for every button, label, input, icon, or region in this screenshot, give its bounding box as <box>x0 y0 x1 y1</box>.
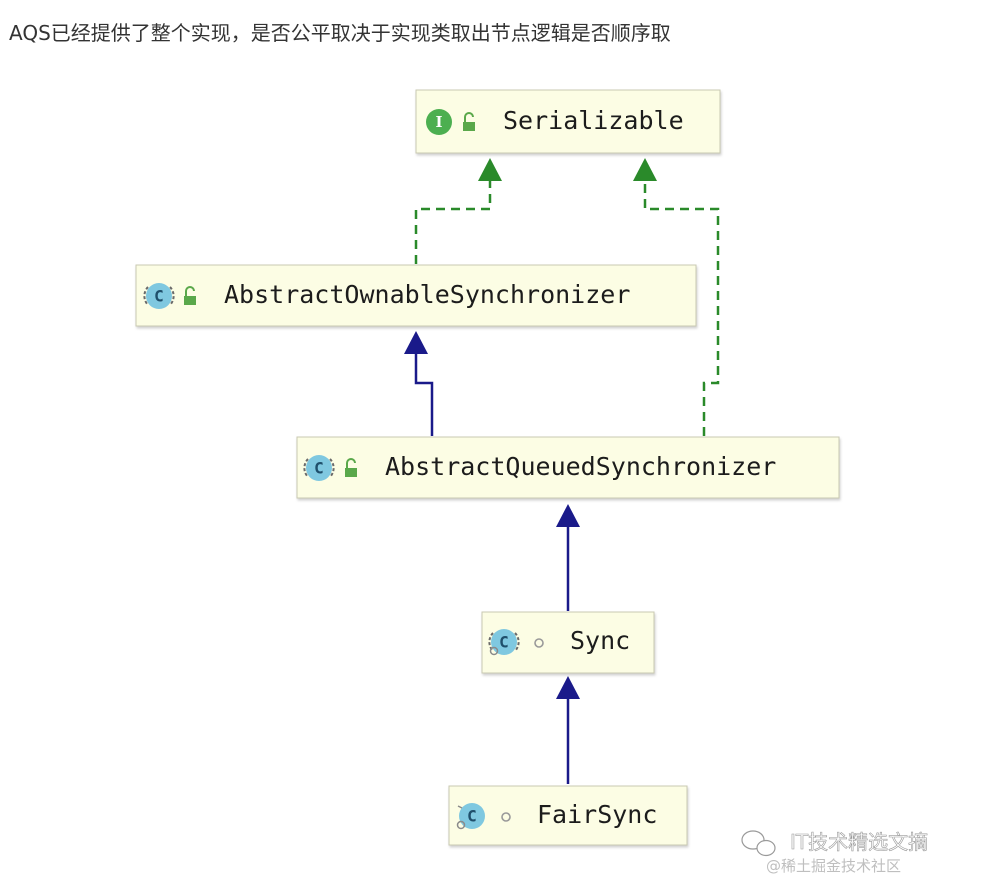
edge-aos-implements-serializable <box>414 180 492 264</box>
svg-text:C: C <box>154 287 164 306</box>
svg-text:C: C <box>314 459 324 478</box>
watermark-title: IT技术精选文摘 <box>790 830 928 854</box>
svg-text:C: C <box>499 633 509 652</box>
abstract-class-icon: C <box>143 283 175 309</box>
caption-text: AQS已经提供了整个实现，是否公平取决于实现类取出节点逻辑是否顺序取 <box>9 21 671 45</box>
lock-open-icon <box>184 286 196 305</box>
edge-aqs-extends-aos <box>414 354 434 436</box>
abstract-class-icon: C <box>303 455 335 481</box>
package-visibility-icon <box>501 812 511 822</box>
node-fairsync: C FairSync <box>448 785 688 846</box>
arrowhead-implements-2 <box>633 158 657 181</box>
class-icon: C <box>456 803 485 830</box>
arrowhead-extends-1 <box>404 331 428 354</box>
node-abstract-queued-synchronizer: C AbstractQueuedSynchronizer <box>296 436 840 499</box>
lock-open-icon <box>345 458 357 477</box>
wechat-icon <box>741 830 776 857</box>
interface-icon: I <box>426 109 452 135</box>
arrowhead-extends-2 <box>556 504 580 527</box>
node-label: AbstractOwnableSynchronizer <box>224 280 630 309</box>
final-marker-icon <box>457 805 463 809</box>
node-label: AbstractQueuedSynchronizer <box>385 452 776 481</box>
watermark: IT技术精选文摘 @稀土掘金技术社区 <box>741 830 928 875</box>
node-label: Sync <box>570 626 630 655</box>
node-label: FairSync <box>537 800 657 829</box>
abstract-class-icon: C <box>488 629 520 656</box>
watermark-source: @稀土掘金技术社区 <box>766 857 901 875</box>
package-visibility-icon <box>534 638 544 648</box>
node-label: Serializable <box>503 106 684 135</box>
static-marker-icon <box>456 820 466 830</box>
arrowhead-extends-3 <box>556 676 580 699</box>
arrowhead-implements-1 <box>478 158 502 181</box>
svg-text:C: C <box>467 807 477 826</box>
node-serializable: I Serializable <box>415 89 721 154</box>
edge-aqs-implements-serializable <box>643 180 720 436</box>
static-marker-icon <box>489 646 499 656</box>
lock-open-icon <box>463 112 475 131</box>
node-sync: C Sync <box>481 611 655 674</box>
node-abstract-ownable-synchronizer: C AbstractOwnableSynchronizer <box>135 264 697 327</box>
svg-text:I: I <box>435 113 442 131</box>
